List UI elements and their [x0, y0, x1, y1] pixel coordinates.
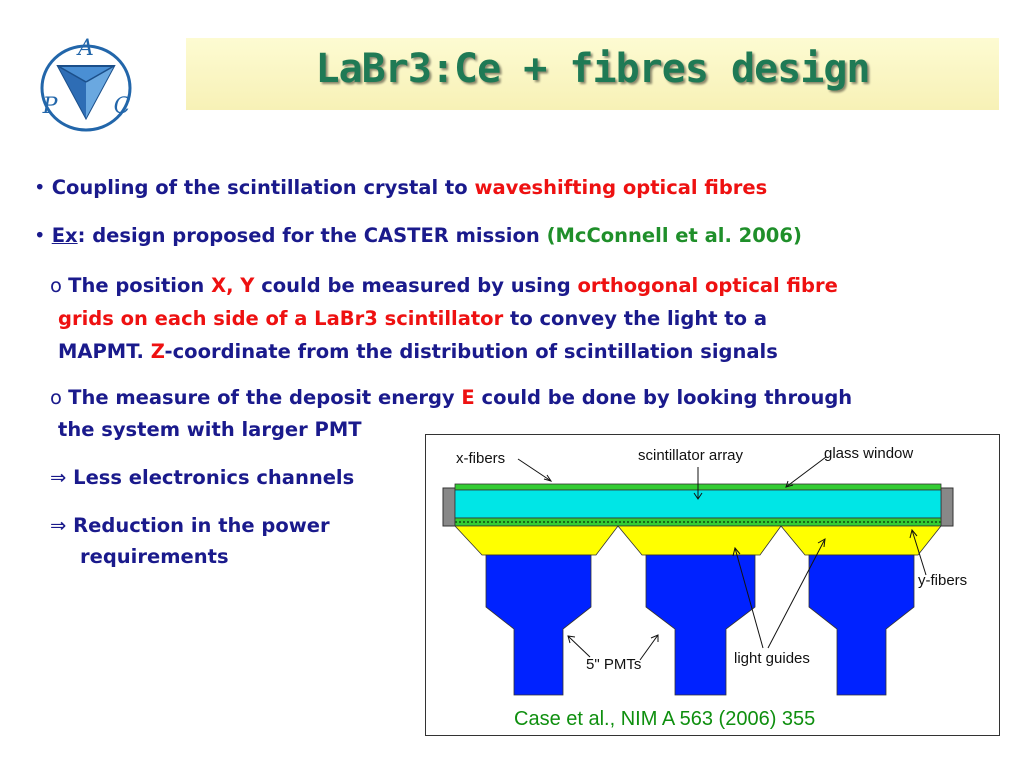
text-run: orthogonal optical fibre	[577, 274, 838, 297]
implication-2-text: Reduction in the power	[73, 514, 330, 537]
subpoint-1-line-3: MAPMT. Z-coordinate from the distributio…	[58, 336, 778, 368]
text-run: grids on each side of a LaBr3 scintillat…	[58, 307, 504, 330]
implication-1-text: Less electronics channels	[73, 466, 355, 489]
text-run: Coupling of the scintillation crystal to	[51, 176, 475, 199]
light-guide-3	[780, 525, 942, 556]
slide-title: LaBr3:Ce + fibres design	[315, 46, 871, 92]
implies-arrow-icon: ⇒	[50, 466, 67, 489]
pointer-lines	[517, 456, 927, 661]
light-guide-1	[454, 525, 619, 556]
implication-1: ⇒ Less electronics channels	[50, 462, 354, 494]
label-pmts: 5" PMTs	[586, 656, 641, 673]
bullet-1-text: Coupling of the scintillation crystal to…	[52, 176, 768, 199]
apc-logo: A P C	[36, 36, 136, 134]
pmt-1	[485, 554, 592, 696]
text-run: to convey the light to a	[503, 307, 767, 330]
bullet-2: • Ex: design proposed for the CASTER mis…	[34, 224, 802, 247]
logo-letter-p: P	[42, 94, 59, 119]
label-glass-window: glass window	[824, 445, 913, 462]
side-cap-right	[940, 487, 954, 527]
text-run: -coordinate from the distribution of sci…	[164, 340, 778, 363]
label-x-fibers: x-fibers	[456, 450, 505, 467]
text-run: Ex	[51, 224, 78, 247]
subpoint-2-line-2: the system with larger PMT	[58, 418, 362, 441]
text-run: E	[461, 386, 475, 409]
title-bar: LaBr3:Ce + fibres design	[186, 38, 999, 110]
implication-2-line-2: requirements	[80, 545, 229, 568]
light-guide-2	[617, 525, 782, 556]
text-run: could be measured by using	[254, 274, 578, 297]
subpoint-1-line-1: o The position X, Y could be measured by…	[50, 274, 838, 297]
figure-caption: Case et al., NIM A 563 (2006) 355	[514, 708, 816, 730]
bullet-2-text: Ex: design proposed for the CASTER missi…	[52, 224, 802, 247]
subpoint-1-line-2: grids on each side of a LaBr3 scintillat…	[58, 303, 767, 335]
text-run: : design proposed for the CASTER mission	[77, 224, 547, 247]
implies-arrow-icon: ⇒	[50, 514, 67, 537]
text-run: The measure of the deposit energy	[68, 386, 462, 409]
subpoint-2-line-1: o The measure of the deposit energy E co…	[50, 386, 853, 409]
text-run: X, Y	[211, 274, 255, 297]
text-run: (McConnell et al. 2006)	[546, 224, 802, 247]
pmt-3	[808, 554, 915, 696]
logo-letter-c: C	[114, 94, 131, 119]
implication-2: ⇒ Reduction in the power	[50, 510, 330, 542]
text-run: could be done by looking through	[474, 386, 853, 409]
text-run: The position	[68, 274, 212, 297]
pmt-2	[645, 554, 756, 696]
text-run: Z	[150, 340, 165, 363]
logo-letter-a: A	[76, 38, 94, 61]
label-scintillator-array: scintillator array	[638, 447, 744, 464]
label-light-guides: light guides	[734, 650, 810, 667]
bullet-1: • Coupling of the scintillation crystal …	[34, 176, 768, 199]
label-y-fibers: y-fibers	[918, 572, 967, 589]
text-run: waveshifting optical fibres	[474, 176, 768, 199]
text-run: MAPMT.	[58, 340, 151, 363]
detector-diagram: x-fibers scintillator array glass window…	[425, 434, 1000, 736]
side-cap-left	[442, 487, 456, 527]
